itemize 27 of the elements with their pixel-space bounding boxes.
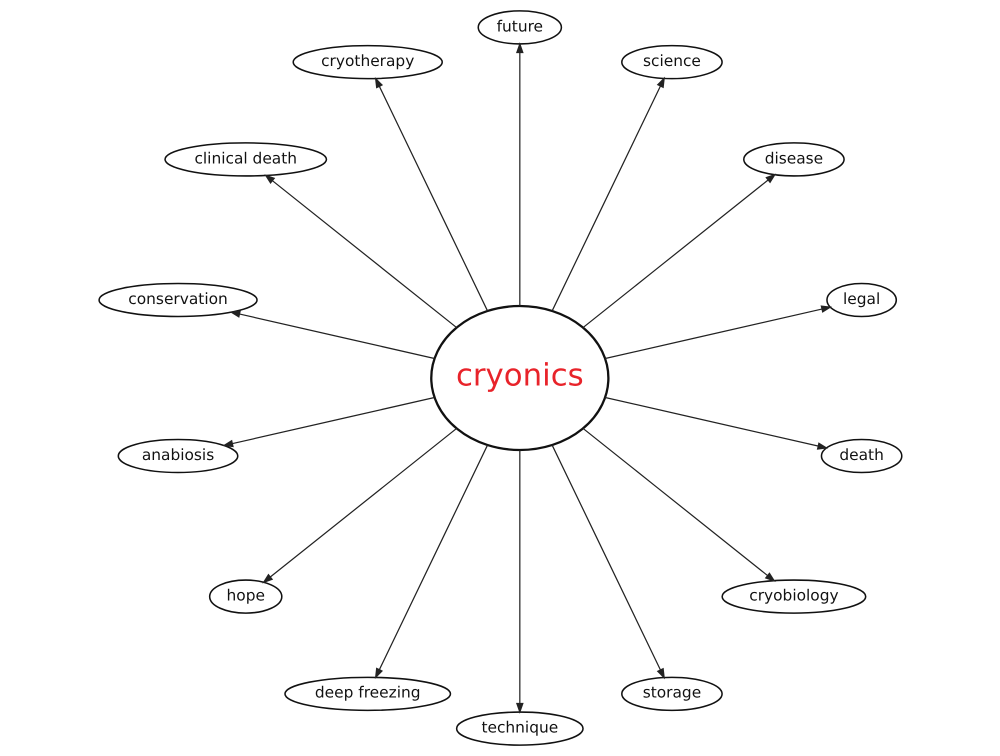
- node-ellipse: cryonics: [430, 304, 610, 452]
- arrow: [262, 428, 456, 584]
- arrow: [264, 174, 456, 328]
- node-ellipse: clinical death: [164, 142, 327, 177]
- arrow: [604, 396, 828, 450]
- node-ellipse: cryobiology: [720, 579, 866, 614]
- arrow: [604, 305, 832, 360]
- node-ellipse: future: [477, 10, 562, 45]
- node-ellipse: cryotherapy: [292, 44, 442, 80]
- node-ellipse: disease: [742, 142, 844, 177]
- arrow: [374, 76, 488, 312]
- node-ellipse: legal: [826, 282, 897, 318]
- node-ellipse: technique: [455, 711, 584, 746]
- node-ellipse: storage: [620, 676, 722, 712]
- arrow: [582, 428, 776, 582]
- arrow: [374, 444, 488, 680]
- arrow: [551, 444, 664, 680]
- arrow: [228, 310, 434, 360]
- arrow: [516, 42, 524, 306]
- node-ellipse: deep freezing: [284, 676, 451, 712]
- node-ellipse: hope: [208, 579, 282, 614]
- arrow: [551, 76, 664, 312]
- node-ellipse: science: [620, 44, 722, 80]
- node-ellipse: death: [820, 438, 902, 474]
- arrow: [582, 173, 776, 328]
- arrow: [222, 396, 434, 448]
- arrow: [516, 450, 524, 714]
